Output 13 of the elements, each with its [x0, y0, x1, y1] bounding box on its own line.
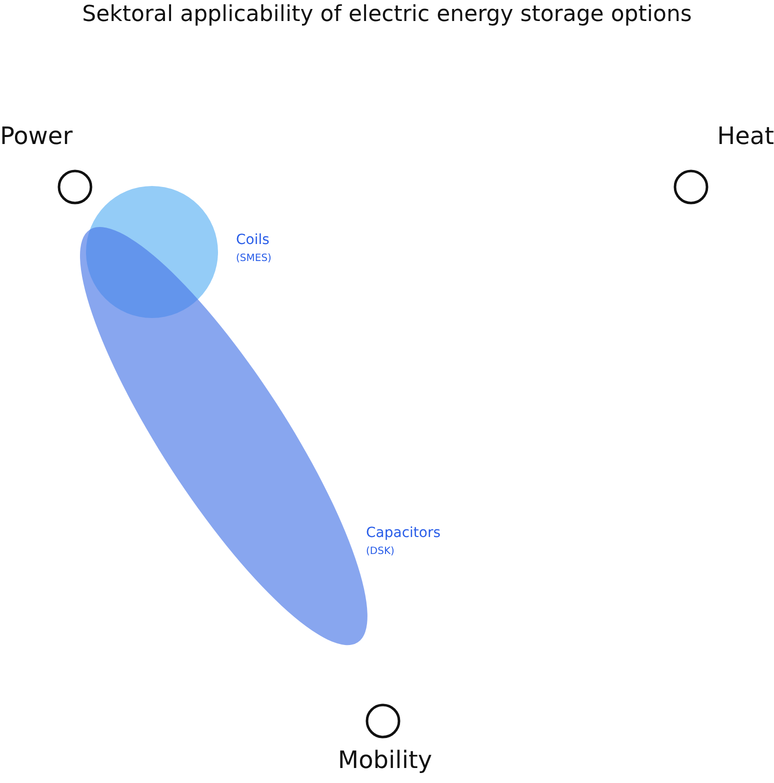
area-label: Capacitors — [366, 525, 441, 541]
sector-label: Power — [0, 122, 73, 150]
sector-circle — [673, 169, 709, 205]
area-abbreviation: (SMES) — [236, 253, 272, 264]
sector-circle — [57, 169, 93, 205]
coverage-ellipse — [80, 226, 368, 646]
coverage-circle — [86, 186, 218, 318]
sector-label: Heat — [717, 122, 774, 150]
title: Sektoral applicability of electric energy storage options — [81, 2, 693, 27]
sector-label: Mobility — [338, 746, 432, 774]
area-abbreviation: (DSK) — [366, 546, 394, 557]
sector-circle — [365, 703, 401, 739]
area-label: Coils — [236, 232, 270, 248]
